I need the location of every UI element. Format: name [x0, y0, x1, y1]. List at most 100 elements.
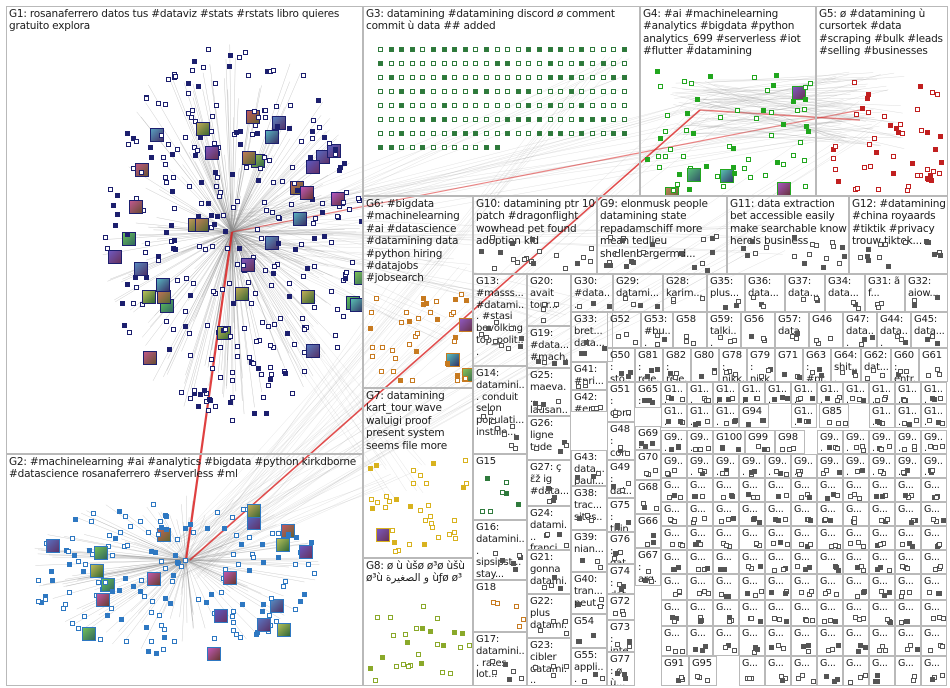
vertex-node: [554, 302, 559, 307]
group-panel-gx-47: G...: [661, 502, 687, 526]
vertex-node: [927, 590, 932, 595]
vertex-node: [207, 397, 212, 402]
vertex-node: [865, 376, 870, 381]
vertex-node: [526, 47, 531, 52]
group-label: G...: [898, 504, 919, 515]
group-panel-g9x-23: G9...: [895, 430, 921, 454]
vertex-node: [144, 96, 149, 101]
vertex-node: [393, 549, 398, 554]
group-panel-g9x-31: G9...: [817, 454, 843, 478]
group-label: G...: [872, 504, 893, 515]
vertex-node: [187, 331, 192, 336]
vertex-node: [431, 75, 436, 80]
vertex-node: [201, 65, 206, 70]
vertex-node: [658, 136, 663, 141]
vertex-node: [210, 114, 215, 119]
group-label: G...: [924, 628, 945, 639]
vertex-node: [876, 305, 881, 310]
vertex-node: [671, 188, 676, 193]
vertex-node: [391, 369, 396, 374]
vertex-node: [668, 147, 673, 152]
vertex-node: [378, 103, 383, 108]
vertex-node: [782, 372, 787, 377]
vertex-node: [675, 182, 680, 187]
group-panel-g65: G65: dat...: [635, 382, 661, 408]
group-panel-gx-53: G...: [817, 502, 843, 526]
group-label: G...: [794, 480, 815, 491]
vertex-node: [830, 240, 835, 245]
group-label: G2: #machinelearning #ai #analytics #big…: [9, 456, 361, 481]
vertex-node: [260, 542, 265, 547]
vertex-node: [876, 187, 881, 192]
group-panel-gx-89: G...: [895, 574, 921, 600]
vertex-node: [488, 410, 493, 415]
vertex-node: [619, 371, 624, 376]
vertex-node: [855, 594, 860, 599]
vertex-node: [430, 525, 435, 530]
vertex-node: [861, 398, 866, 403]
group-label: G...: [742, 628, 763, 639]
vertex-node: [679, 251, 684, 256]
group-panel-g34: G34: data...: [825, 274, 865, 312]
vertex-node: [312, 571, 317, 576]
group-panel-g6: G6: #bigdata #machinelearning #ai #datas…: [363, 196, 473, 388]
vertex-node: [882, 114, 887, 119]
vertex-node: [848, 541, 853, 546]
vertex-node: [667, 495, 672, 500]
vertex-node: [819, 373, 824, 378]
group-panel-gx-91: G...: [661, 600, 687, 626]
vertex-node: [551, 498, 556, 503]
vertex-node: [772, 568, 777, 573]
vertex-node: [754, 541, 759, 546]
vertex-node: [299, 139, 304, 144]
vertex-node: [311, 221, 316, 226]
vertex-node: [463, 131, 468, 136]
group-panel-gx-88: G...: [869, 574, 895, 600]
vertex-node: [213, 404, 218, 409]
group-label: G...: [768, 504, 789, 515]
group-label: G39: nian...: [574, 532, 605, 556]
vertex-node: [872, 136, 877, 141]
vertex-node: [516, 103, 521, 108]
vertex-node: [581, 255, 586, 260]
vertex-node: [537, 103, 542, 108]
vertex-node: [495, 131, 500, 136]
vertex-node: [256, 178, 261, 183]
group-label: G38: trac... sites...: [574, 488, 605, 530]
vertex-node: [621, 584, 626, 589]
vertex-node: [909, 520, 914, 525]
vertex-node: [341, 314, 346, 319]
vertex-node: [552, 575, 557, 580]
vertex-node: [111, 203, 116, 208]
group-label: G4: #ai #machinelearning #analytics #big…: [643, 8, 814, 58]
group-panel-g1x-15: G1...: [869, 404, 895, 428]
vertex-node: [421, 296, 426, 301]
vertex-node: [258, 166, 263, 171]
group-panel-g42: G42: #en...: [571, 390, 607, 412]
vertex-node: [878, 242, 883, 247]
vertex-node: [419, 661, 424, 666]
group-panel-g13: G13: #masss... #datami... #stasi bevolki…: [473, 274, 527, 366]
vertex-node: [534, 446, 539, 451]
vertex-node: [526, 103, 531, 108]
vertex-node: [378, 145, 383, 150]
vertex-node: [537, 131, 542, 136]
vertex-node: [662, 337, 667, 342]
group-label: G...: [872, 602, 893, 613]
group-panel-gx-112: G...: [921, 626, 947, 656]
vertex-node: [541, 318, 546, 323]
vertex-node: [672, 519, 677, 524]
vertex-node: [684, 128, 689, 133]
vertex-node: [405, 640, 410, 645]
vertex-node: [262, 155, 267, 160]
vertex-node: [868, 164, 873, 169]
vertex-node: [329, 289, 334, 294]
vertex-node: [335, 307, 340, 312]
vertex-node: [125, 232, 130, 237]
group-panel-g26: G26: ligne tude: [527, 416, 571, 460]
vertex-node: [206, 408, 211, 413]
group-label: G...: [820, 552, 841, 563]
group-panel-gx-78: G...: [895, 550, 921, 574]
vertex-node: [231, 552, 236, 557]
